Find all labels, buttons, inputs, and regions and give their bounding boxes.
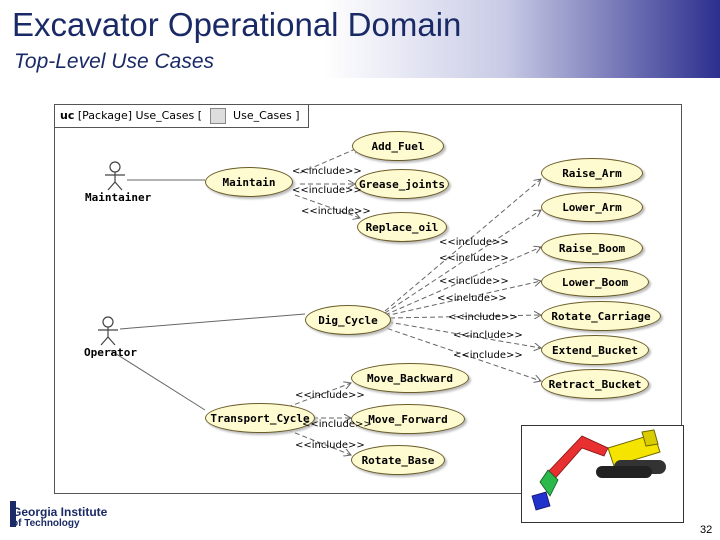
assoc-operator-transport <box>109 349 206 411</box>
dep-dig-lowerarm <box>384 210 541 314</box>
dep-dig-extendbucket <box>387 321 541 348</box>
include-label: <<include>> <box>453 350 523 361</box>
include-label: <<include>> <box>453 330 523 341</box>
usecase-retract-bucket[interactable]: Retract_Bucket <box>541 369 649 399</box>
dep-transport-rotatebase <box>279 426 351 455</box>
usecase-replace-oil[interactable]: Replace_oil <box>357 212 447 242</box>
include-label: <<include>> <box>439 276 509 287</box>
usecase-rotate-base[interactable]: Rotate_Base <box>351 445 445 475</box>
usecase-rotate-carriage[interactable]: Rotate_Carriage <box>541 301 661 331</box>
include-label: <<include>> <box>439 253 509 264</box>
dep-dig-raiseboom <box>384 247 541 316</box>
usecase-lower-arm[interactable]: Lower_Arm <box>541 192 643 222</box>
usecase-grease-joints[interactable]: Grease_joints <box>355 169 449 199</box>
operator-figure <box>98 316 118 346</box>
slide-title: Excavator Operational Domain <box>12 6 462 43</box>
include-label: <<include>> <box>292 166 362 177</box>
usecase-dig-cycle[interactable]: Dig_Cycle <box>305 305 391 335</box>
actor-maintainer[interactable]: Maintainer <box>85 191 152 204</box>
usecase-move-backward[interactable]: Move_Backward <box>351 363 469 393</box>
include-label: <<include>> <box>295 440 365 451</box>
dep-dig-raisearm <box>384 179 541 312</box>
include-label: <<include>> <box>437 293 507 304</box>
dep-maintain-replaceoil <box>294 194 360 218</box>
slide-subtitle: Top-Level Use Cases <box>14 50 214 73</box>
include-label: <<include>> <box>292 185 362 196</box>
include-label: <<include>> <box>448 312 518 323</box>
header-diagram-name: Use_Cases ] <box>233 109 300 122</box>
title-bar <box>0 0 720 78</box>
excavator-drawing <box>531 429 666 511</box>
maintainer-figure <box>105 161 125 191</box>
header-prefix: uc <box>60 109 75 122</box>
logo-line1: Georgia Institute <box>12 505 108 519</box>
use-case-diagram: uc [Package] Use_Cases [ Use_Cases ] Mai… <box>54 104 682 494</box>
dep-dig-retractbucket <box>379 325 541 381</box>
georgia-tech-logo <box>10 501 16 527</box>
dep-dig-lowerboom <box>384 281 541 317</box>
include-label: <<include>> <box>301 206 371 217</box>
logo-line2: of Technology <box>12 518 80 529</box>
include-label: <<include>> <box>439 237 509 248</box>
usecase-lower-boom[interactable]: Lower_Boom <box>541 267 649 297</box>
usecase-move-forward[interactable]: Move_Forward <box>351 404 465 434</box>
include-label: <<include>> <box>295 390 365 401</box>
dep-dig-rotatecarriage <box>389 315 541 318</box>
assoc-operator-dig <box>119 313 306 330</box>
usecase-extend-bucket[interactable]: Extend_Bucket <box>541 335 649 365</box>
usecase-maintain[interactable]: Maintain <box>205 167 293 197</box>
include-label: <<include>> <box>302 419 372 430</box>
diagram-icon <box>209 108 226 124</box>
package-header: uc [Package] Use_Cases [ Use_Cases ] <box>55 105 309 128</box>
excavator-image <box>521 425 684 523</box>
usecase-add-fuel[interactable]: Add_Fuel <box>352 131 444 161</box>
header-package-name: [Package] Use_Cases [ <box>77 109 203 122</box>
actor-operator[interactable]: Operator <box>84 346 137 359</box>
dep-maintain-addfuel <box>299 147 360 174</box>
usecase-transport-cycle[interactable]: Transport_Cycle <box>205 403 315 433</box>
usecase-raise-arm[interactable]: Raise_Arm <box>541 158 643 188</box>
usecase-raise-boom[interactable]: Raise_Boom <box>541 233 643 263</box>
page-number: 32 <box>700 524 713 536</box>
